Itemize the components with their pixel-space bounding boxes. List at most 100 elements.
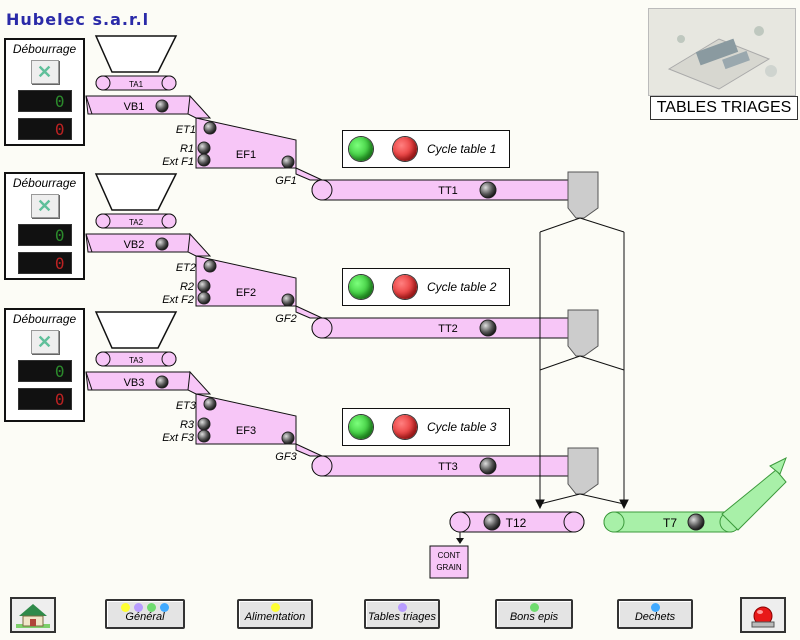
- extf2-motor[interactable]: [197, 291, 211, 305]
- debourrage-panel-3: Débourrage ✕ 0 0: [4, 308, 85, 422]
- cycle-label: Cycle table 1: [427, 142, 497, 156]
- gf3-label: GF3: [275, 451, 297, 463]
- tt3-motor[interactable]: [479, 457, 497, 475]
- ef2-label: EF2: [236, 287, 256, 299]
- t7-motor[interactable]: [687, 513, 705, 531]
- tt1-label: TT1: [438, 185, 458, 197]
- et1-motor[interactable]: [203, 121, 217, 135]
- extf1-label: Ext F1: [162, 156, 194, 168]
- extf3-label: Ext F3: [162, 432, 195, 444]
- splitter-2: [539, 309, 625, 371]
- nav-label: Bons epis: [509, 611, 559, 623]
- debourrage-counter-green: 0: [17, 90, 72, 112]
- r3-label: R3: [180, 419, 195, 431]
- debourrage-reset-button[interactable]: ✕: [30, 330, 59, 354]
- extf2-label: Ext F2: [162, 294, 194, 306]
- tt1-motor[interactable]: [479, 181, 497, 199]
- line-3: TA3 VB3 EF3 ET3 R3 Ext F3 GF3 TT3: [85, 311, 599, 495]
- et3-label: ET3: [176, 400, 197, 412]
- debourrage-counter-red: 0: [17, 252, 72, 274]
- cycle-stop-button[interactable]: [393, 275, 417, 299]
- gf1-motor[interactable]: [281, 155, 295, 169]
- debourrage-counter-green: 0: [17, 224, 72, 246]
- container-line2: GRAIN: [436, 563, 462, 572]
- cycle-table-3: Cycle table 3: [342, 408, 510, 446]
- debourrage-reset-button[interactable]: ✕: [30, 60, 59, 84]
- nav-label: Tables triages: [367, 611, 437, 623]
- nav-dechets[interactable]: Dechets: [617, 599, 693, 629]
- nav-bons-epis[interactable]: Bons epis: [495, 599, 573, 629]
- debourrage-reset-button[interactable]: ✕: [30, 194, 59, 218]
- gf2-motor[interactable]: [281, 293, 295, 307]
- nav-label: Général: [125, 611, 165, 623]
- et2-label: ET2: [176, 262, 196, 274]
- home-button[interactable]: [10, 597, 56, 633]
- debourrage-title: Débourrage: [12, 312, 77, 326]
- splitter-1: [539, 171, 625, 233]
- alarm-light-icon: [751, 606, 775, 628]
- ta3-label: TA3: [129, 356, 144, 365]
- cycle-table-1: Cycle table 1: [342, 130, 510, 168]
- tt2-motor[interactable]: [479, 319, 497, 337]
- cycle-label: Cycle table 2: [427, 280, 497, 294]
- chute-2: [187, 232, 212, 257]
- gf3-motor[interactable]: [281, 431, 295, 445]
- chute-3: [187, 370, 212, 395]
- r1-label: R1: [180, 143, 194, 155]
- debourrage-panel-1: Débourrage ✕ 0 0: [4, 38, 85, 146]
- r2-motor[interactable]: [197, 279, 211, 293]
- t7-incline[interactable]: [721, 469, 787, 531]
- et2-motor[interactable]: [203, 259, 217, 273]
- gf1-label: GF1: [275, 175, 296, 187]
- home-icon: [16, 604, 50, 628]
- cycle-table-2: Cycle table 2: [342, 268, 510, 306]
- x-icon: ✕: [36, 332, 53, 352]
- ta1-label: TA1: [129, 80, 144, 89]
- cycle-start-button[interactable]: [349, 275, 373, 299]
- chute-tt1: [295, 167, 323, 181]
- cycle-stop-button[interactable]: [393, 415, 417, 439]
- extf1-motor[interactable]: [197, 153, 211, 167]
- t7-discharge-arrow: [769, 456, 787, 475]
- cycle-stop-button[interactable]: [393, 137, 417, 161]
- brand-logo: Hubelec s.a.r.l: [6, 10, 150, 29]
- line-1: TA1 VB1 EF1 ET1 R1 Ext F1 GF1 TT1: [85, 35, 625, 233]
- line-2: TA2 VB2 EF2 ET2 R2 Ext F2 GF2 TT2: [85, 173, 625, 371]
- gf2-label: GF2: [275, 313, 296, 325]
- vb1-label: VB1: [124, 101, 145, 113]
- r3-motor[interactable]: [197, 417, 211, 431]
- hopper-1: [94, 35, 178, 73]
- nav-label: Dechets: [634, 611, 676, 623]
- chute-tt2: [295, 305, 323, 319]
- cycle-start-button[interactable]: [349, 415, 373, 439]
- debourrage-title: Débourrage: [12, 176, 77, 190]
- tt2-label: TT2: [438, 323, 458, 335]
- debourrage-counter-green: 0: [17, 360, 72, 382]
- nav-tables-triages[interactable]: Tables triages: [364, 599, 440, 629]
- cycle-label: Cycle table 3: [427, 420, 497, 434]
- debourrage-counter-red: 0: [17, 118, 72, 140]
- x-icon: ✕: [36, 196, 53, 216]
- r1-motor[interactable]: [197, 141, 211, 155]
- r2-label: R2: [180, 281, 194, 293]
- chute-tt3: [295, 443, 323, 457]
- debourrage-counter-red: 0: [17, 388, 72, 410]
- t12-motor[interactable]: [483, 513, 501, 531]
- x-icon: ✕: [36, 62, 53, 82]
- tt3-label: TT3: [438, 461, 458, 473]
- nav-alimentation[interactable]: Alimentation: [237, 599, 313, 629]
- plant-thumbnail: [648, 8, 796, 96]
- alarm-button[interactable]: [740, 597, 786, 633]
- et3-motor[interactable]: [203, 397, 217, 411]
- vb2-label: VB2: [124, 239, 145, 251]
- vb1-motor[interactable]: [155, 99, 169, 113]
- vb3-motor[interactable]: [155, 375, 169, 389]
- grain-container[interactable]: [429, 545, 469, 579]
- vb2-motor[interactable]: [155, 237, 169, 251]
- ef1-label: EF1: [236, 149, 256, 161]
- extf3-motor[interactable]: [197, 429, 211, 443]
- nav-general[interactable]: Général: [105, 599, 185, 629]
- cycle-start-button[interactable]: [349, 137, 373, 161]
- ef3-label: EF3: [236, 425, 256, 437]
- et1-label: ET1: [176, 124, 196, 136]
